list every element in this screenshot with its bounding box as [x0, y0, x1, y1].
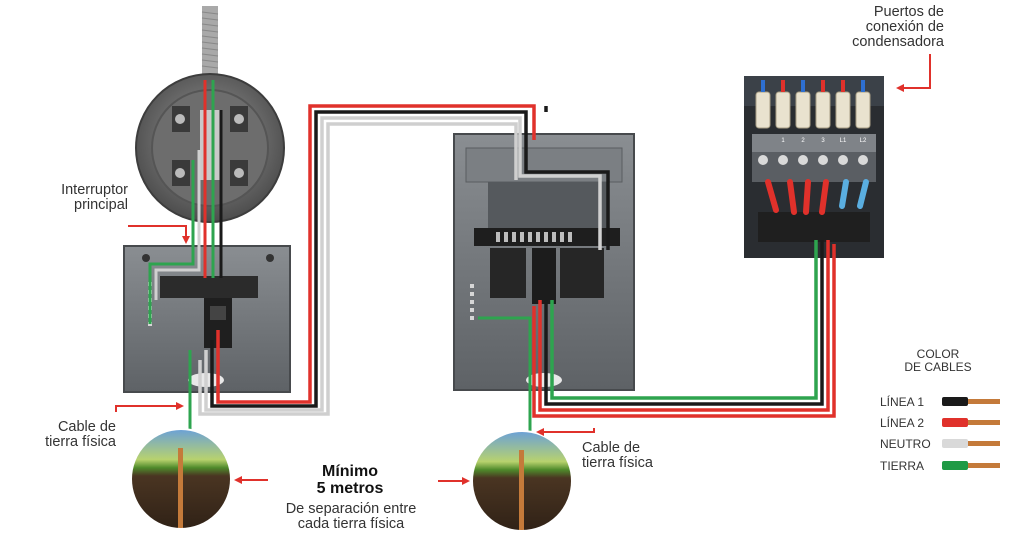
condenser-terminal-block: 1 2 3 L1 L2 — [744, 76, 884, 258]
separation-distance: Mínimo 5 metros — [316, 463, 384, 497]
terminal-label: 2 — [801, 138, 805, 144]
wires-meter-to-breaker — [148, 80, 223, 324]
annotation-arrows — [115, 54, 931, 482]
ground-rod-left — [130, 428, 232, 530]
wires-loadcenter-to-condenser — [532, 240, 836, 418]
legend-item-line1: LÍNEA 1 — [880, 395, 925, 409]
terminal-label: 3 — [821, 138, 825, 144]
wires-breaker-to-loadcenter — [198, 104, 610, 416]
ground-wires — [188, 316, 532, 440]
terminal-label: 1 — [781, 138, 785, 144]
main-breaker-label: Interruptor principal — [61, 182, 128, 213]
legend-item-neutral: NEUTRO — [880, 437, 931, 451]
conduit-pipe — [201, 6, 219, 78]
legend-title: COLOR DE CABLES — [904, 347, 972, 374]
separation-note: De separación entre cada tierra física — [285, 501, 417, 532]
ground-cable-left-label: Cable de tierra física — [45, 419, 116, 450]
ground-cable-right-label: Cable de tierra física — [582, 440, 653, 471]
meter-base — [135, 73, 285, 223]
ground-rod-right — [471, 430, 573, 532]
legend-item-ground: TIERRA — [880, 459, 925, 473]
legend-swatches — [942, 397, 1000, 470]
terminal-label: L2 — [860, 138, 867, 144]
legend-item-line2: LÍNEA 2 — [880, 416, 925, 430]
arrow-heads — [176, 84, 904, 485]
condenser-ports-label: Puertos de conexión de condensadora — [852, 4, 944, 50]
terminal-label: L1 — [840, 138, 847, 144]
